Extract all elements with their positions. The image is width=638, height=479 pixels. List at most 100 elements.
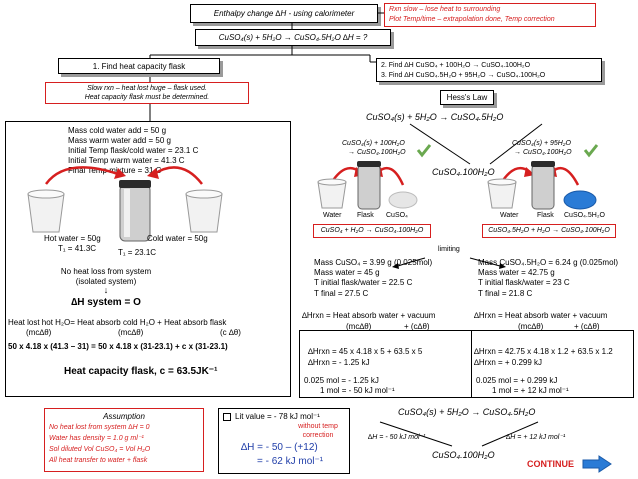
assumption-line-2: Water has density = 1.0 g ml⁻¹ (49, 435, 144, 442)
slow-rxn-box: Slow rxn – heat lost huge – flask used. … (45, 82, 249, 104)
hot-water-label: Hot water = 50g (44, 234, 101, 243)
right-calc-box: ∆Hrxn = 42.75 x 4.18 x 1.2 + 63.5 x 1.2 … (471, 330, 634, 398)
slow-rxn-line-2: Heat capacity flask must be determined. (84, 94, 210, 101)
note-line-1: Rxn slow – lose heat to surrounding (389, 6, 501, 13)
page-title: Enthalpy change ∆H - using calorimeter (213, 9, 355, 18)
flask-temp-label: T₁ = 23.1C (118, 248, 157, 257)
note-box: Rxn slow – lose heat to surrounding Plot… (384, 3, 596, 27)
data-line-5: Final Temp mixture = 31 C (68, 166, 162, 175)
left-mol-2: 1 mol = - 50 kJ mol⁻¹ (320, 386, 395, 395)
right-mol-1: 0.025 mol = + 0.299 kJ (476, 376, 558, 385)
heat-equation: 50 x 4.18 x (41.3 – 31) = 50 x 4.18 x (3… (8, 342, 228, 351)
assumption-box: Assumption No heat lost from system ∆H =… (44, 408, 204, 472)
data-line-4: Initial Temp warm water = 41.3 C (68, 156, 185, 165)
lit-value-box: Lit value = - 78 kJ mol⁻¹ without temp c… (218, 408, 350, 474)
hess-law-box: Hess's Law (440, 90, 494, 105)
left-label-water: Water (323, 212, 342, 219)
left-panel: Mass cold water add = 50 g Mass warm wat… (5, 121, 291, 397)
assumption-line-4: All heat transfer to water + flask (49, 457, 148, 464)
left-rxn-1: CuSO₄(s) + 100H₂O (342, 140, 405, 147)
right-calc-2: ∆Hrxn = + 0.299 kJ (474, 358, 543, 367)
left-box-equation: CuSO₄ + H₂O → CuSO₄.100H₂O (320, 227, 424, 234)
right-rxn-2: → CuSO₄.100H₂O (514, 149, 572, 156)
lit-value: Lit value = - 78 kJ mol⁻¹ (235, 412, 320, 421)
checkbox-icon (223, 413, 231, 421)
limiting-label: limiting (438, 246, 460, 253)
hot-temp-label: T₁ = 41.3C (58, 244, 97, 253)
c-flask: (c ∆θ) (220, 328, 241, 337)
step1-box: 1. Find heat capacity flask (58, 58, 220, 74)
mc-cold: (mc∆θ) (118, 328, 144, 337)
step2-label: 2. Find ∆H CuSO₄ + 100H₂O → CuSO₄.100H₂O (381, 62, 531, 69)
bottom-center: CuSO₄.100H₂O (432, 450, 495, 460)
left-data-4: T final = 27.5 C (314, 289, 369, 298)
step1-label: 1. Find heat capacity flask (92, 62, 186, 71)
data-line-1: Mass cold water add = 50 g (68, 126, 167, 135)
no-loss-line-1: No heat loss from system (60, 267, 152, 276)
left-reaction-box: CuSO₄ + H₂O → CuSO₄.100H₂O (313, 224, 431, 238)
bottom-top-equation: CuSO₄(s) + 5H₂O → CuSO₄.5H₂O (398, 407, 536, 417)
right-data-4: T final = 21.8 C (478, 289, 533, 298)
note-line-2: Plot Temp/time – extrapolation done, Tem… (389, 16, 555, 23)
step3-label: 3. Find ∆H CuSO₄.5H₂O + 95H₂O → CuSO₄.10… (381, 72, 546, 79)
lit-calc-2: = - 62 kJ mol⁻¹ (257, 456, 324, 467)
bottom-left-dh: ∆H = - 50 kJ mol⁻¹ (368, 434, 426, 441)
right-plus-c: + (c∆θ) (574, 322, 600, 331)
right-reaction-box: CuSO₄.5H₂O + H₂O → CuSO₄.100H₂O (482, 224, 616, 238)
lit-note-1: without temp (298, 423, 338, 430)
heat-lost-line: Heat lost hot H₂O= Heat absorb cold H₂O … (8, 318, 227, 327)
right-data-3: T initial flask/water = 23 C (478, 278, 570, 287)
calorimeter-illustration (27, 166, 223, 242)
lit-note-2: correction (302, 432, 334, 439)
hess-law-label: Hess's Law (446, 93, 488, 102)
left-calc-1: ∆Hrxn = 45 x 4.18 x 5 + 63.5 x 5 (308, 347, 423, 356)
main-equation: CuSO₄(s) + 5H₂O → CuSO₄.5H₂O ∆H = ? (218, 33, 368, 42)
right-label-water: Water (500, 212, 519, 219)
bottom-right-dh: ∆H = + 12 kJ mol⁻¹ (506, 434, 566, 441)
no-loss-line-2: (isolated system) (75, 277, 137, 286)
right-mc: (mc∆θ) (518, 322, 544, 331)
delta-h-system: ∆H system = O (71, 297, 141, 308)
left-label-cuso4: CuSO₄ (386, 212, 408, 219)
left-mc: (mc∆θ) (346, 322, 372, 331)
mc-hot: (mc∆θ) (26, 328, 52, 337)
data-line-2: Mass warm water add = 50 g (68, 136, 171, 145)
left-hrxn-eq: ∆Hrxn = Heat absorb water + vacuum (302, 311, 436, 320)
slow-rxn-line-1: Slow rxn – heat lost huge – flask used. (87, 85, 207, 92)
steps-box: 2. Find ∆H CuSO₄ + 100H₂O → CuSO₄.100H₂O… (376, 58, 602, 82)
hess-center: CuSO₄.100H₂O (432, 167, 495, 177)
data-line-3: Initial Temp flask/cold water = 23.1 C (68, 146, 199, 155)
left-data-2: Mass water = 45 g (314, 268, 380, 277)
right-calc-1: ∆Hrxn = 42.75 x 4.18 x 1.2 + 63.5 x 1.2 (474, 347, 613, 356)
assumption-line-1: No heat lost from system ∆H = 0 (49, 424, 150, 431)
right-rxn-1: CuSO₄(s) + 95H₂O (512, 140, 571, 147)
down-arrow: ↓ (103, 285, 109, 295)
cold-water-label: Cold water = 50g (147, 234, 208, 243)
heat-capacity-result: Heat capacity flask, c = 63.5JK⁻¹ (64, 366, 218, 377)
title-box: Enthalpy change ∆H - using calorimeter (190, 4, 378, 23)
assumption-line-3: Sol diluted Vol CuSO₄ = Vol H₂O (49, 446, 151, 453)
right-data-2: Mass water = 42.75 g (478, 268, 555, 277)
left-data-1: Mass CuSO₄ = 3.99 g (0.025mol) (314, 258, 433, 267)
left-mol-1: 0.025 mol = - 1.25 kJ (304, 376, 379, 385)
left-data-3: T initial flask/water = 22.5 C (314, 278, 413, 287)
right-hrxn-eq: ∆Hrxn = Heat absorb water + vacuum (474, 311, 608, 320)
right-box-equation: CuSO₄.5H₂O + H₂O → CuSO₄.100H₂O (488, 227, 610, 234)
continue-arrow-icon[interactable] (582, 455, 612, 473)
right-label-flask: Flask (537, 212, 554, 219)
continue-label[interactable]: CONTINUE (527, 459, 574, 469)
left-label-flask: Flask (357, 212, 374, 219)
right-data-1: Mass CuSO₄.5H₂O = 6.24 g (0.025mol) (478, 258, 618, 267)
right-mol-2: 1 mol = + 12 kJ mol⁻¹ (492, 386, 569, 395)
lit-calc-1: ∆H = - 50 – (+12) (241, 442, 318, 453)
hess-top-equation: CuSO₄(s) + 5H₂O → CuSO₄.5H₂O (366, 112, 504, 122)
left-rxn-2: → CuSO₄.100H₂O (348, 149, 406, 156)
main-equation-box: CuSO₄(s) + 5H₂O → CuSO₄.5H₂O ∆H = ? (195, 29, 391, 46)
assumption-title: Assumption (103, 412, 145, 421)
left-calc-2: ∆Hrxn = - 1.25 kJ (308, 358, 370, 367)
left-calc-box: ∆Hrxn = 45 x 4.18 x 5 + 63.5 x 5 ∆Hrxn =… (299, 330, 473, 398)
right-label-cuso4-5h2o: CuSO₄.5H₂O (564, 212, 605, 219)
left-plus-c: + (c∆θ) (404, 322, 430, 331)
